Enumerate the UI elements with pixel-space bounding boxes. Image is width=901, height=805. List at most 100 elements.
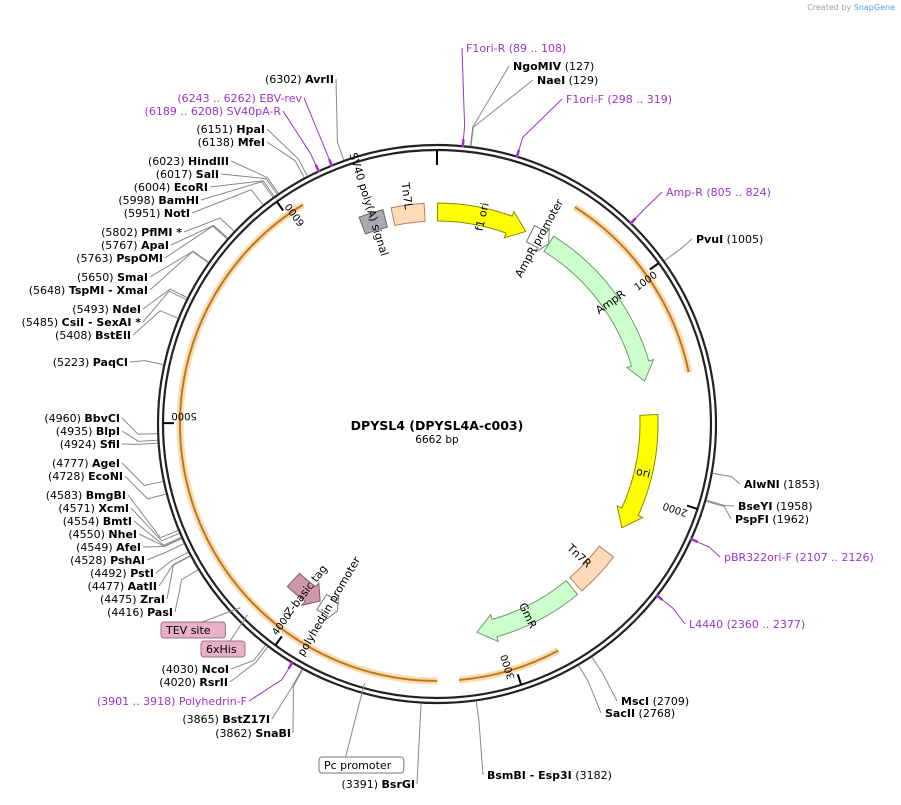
enzyme-label[interactable]: (5408) BstEII [55, 329, 131, 342]
enzyme-name: ZraI [140, 593, 165, 606]
enzyme-label[interactable]: (4728) EcoNI [48, 470, 123, 483]
enzyme-name: ApaI [141, 239, 169, 252]
enzyme-label[interactable]: (4549) AfeI [76, 541, 141, 554]
box-label-bg [200, 640, 246, 658]
enzyme-label[interactable]: (5223) PaqCI [53, 356, 128, 369]
enzyme-label[interactable]: (6151) HpaI [196, 123, 265, 136]
enzyme-name: RsrII [199, 676, 228, 689]
enzyme-label[interactable]: (4554) BmtI [63, 515, 132, 528]
enzyme-label[interactable]: (5763) PspOMI [76, 252, 163, 265]
enzyme-position: (5763) [76, 252, 116, 265]
enzyme-label[interactable]: (3865) BstZ17I [182, 713, 270, 726]
orf-arc [458, 649, 559, 682]
label-leader-line [155, 551, 189, 574]
enzyme-position: (1962) [769, 513, 809, 526]
primer-site-mark [314, 164, 321, 173]
primer-label[interactable]: (6243 .. 6262) EBV-rev [177, 92, 302, 105]
primer-label[interactable]: L4440 (2360 .. 2377) [689, 618, 805, 631]
enzyme-name: NcoI [202, 663, 229, 676]
bp-tick-3000 [516, 673, 523, 686]
enzyme-label[interactable]: (6017) SalI [156, 168, 219, 181]
enzyme-label[interactable]: (4777) AgeI [52, 457, 120, 470]
enzyme-label[interactable]: (6023) HindIII [148, 155, 229, 168]
enzyme-name: PasI [147, 606, 173, 619]
enzyme-label[interactable]: (4935) BlpI [56, 425, 120, 438]
feature-label: AmpR promoter [512, 196, 566, 279]
enzyme-label[interactable]: (4492) PstI [90, 567, 154, 580]
enzyme-position: (4571) [58, 502, 98, 515]
box-label-tev-site[interactable]: TEV site [165, 624, 211, 637]
enzyme-label[interactable]: (4550) NheI [68, 528, 137, 541]
box-label-bg [318, 756, 405, 774]
enzyme-position: (6151) [196, 123, 236, 136]
label-leader-line [142, 538, 182, 548]
enzyme-label[interactable]: (6302) AvrII [265, 73, 334, 86]
enzyme-label[interactable]: (4416) PasI [107, 606, 173, 619]
enzyme-label[interactable]: (4030) NcoI [162, 663, 229, 676]
enzyme-position: (6004) [134, 181, 174, 194]
primer-label[interactable]: pBR322ori-F (2107 .. 2126) [724, 551, 874, 564]
enzyme-label[interactable]: AlwNI (1853) [744, 478, 820, 491]
label-leader-line [149, 250, 209, 291]
feature-gmr [476, 579, 579, 643]
enzyme-label[interactable]: (6004) EcoRI [134, 181, 208, 194]
label-leader-line [229, 646, 268, 683]
enzyme-name: MfeI [238, 136, 265, 149]
enzyme-label[interactable]: NaeI (129) [537, 74, 598, 87]
label-leader-line [220, 173, 278, 195]
box-label-bg [160, 621, 226, 639]
primer-label[interactable]: F1ori-R (89 .. 108) [466, 42, 566, 55]
enzyme-label[interactable]: (5650) SmaI [77, 271, 148, 284]
enzyme-position: (4935) [56, 425, 96, 438]
label-leaders [121, 47, 741, 785]
enzyme-position: (4583) [46, 489, 86, 502]
box-label-pc-promoter[interactable]: Pc promoter [324, 759, 392, 772]
enzyme-label[interactable]: (4475) ZraI [100, 593, 165, 606]
enzyme-label[interactable]: (5493) NdeI [72, 303, 141, 316]
enzyme-label[interactable]: (4583) BmgBI [46, 489, 126, 502]
enzyme-name: XcmI [98, 502, 129, 515]
enzyme-name: SacII [605, 707, 635, 720]
enzyme-label[interactable]: (5648) TspMI - XmaI [29, 284, 148, 297]
enzyme-label[interactable]: (6138) MfeI [198, 136, 265, 149]
enzyme-label[interactable]: BseYI (1958) [738, 500, 813, 513]
enzyme-label[interactable]: (3391) BsrGI [341, 778, 415, 791]
enzyme-label[interactable]: (4020) RsrII [159, 676, 228, 689]
enzyme-position: (4960) [44, 412, 84, 425]
primer-label[interactable]: (6189 .. 6208) SV40pA-R [145, 105, 282, 118]
enzyme-name: SalI [196, 168, 219, 181]
label-leader-line [121, 430, 158, 442]
primer-site-mark [461, 139, 465, 148]
primer-label[interactable]: F1ori-F (298 .. 319) [566, 93, 672, 106]
enzyme-label[interactable]: (4528) PshAI [70, 554, 145, 567]
bp-tick-2000 [686, 504, 698, 510]
enzyme-label[interactable]: SacII (2768) [605, 707, 675, 720]
enzyme-name: PstI [130, 567, 154, 580]
enzyme-label[interactable]: (5951) NotI [124, 207, 190, 220]
enzyme-label[interactable]: (5485) CsiI - SexAI * [22, 316, 142, 329]
enzyme-label[interactable]: (4924) SfiI [60, 438, 120, 451]
enzyme-name: PvuI [696, 233, 723, 246]
box-label-6xhis[interactable]: 6xHis [206, 643, 237, 656]
enzyme-label[interactable]: (4960) BbvCI [44, 412, 120, 425]
primer-label[interactable]: Amp-R (805 .. 824) [666, 186, 771, 199]
enzyme-label[interactable]: NgoMIV (127) [513, 60, 594, 73]
enzyme-label[interactable]: (4571) XcmI [58, 502, 129, 515]
primer-label[interactable]: (3901 .. 3918) Polyhedrin-F [97, 695, 247, 708]
enzyme-label[interactable]: (3862) SnaBI [215, 727, 291, 740]
label-leader-line [266, 141, 305, 178]
enzyme-label[interactable]: BsmBI - Esp3I (3182) [487, 769, 612, 782]
enzyme-label[interactable]: (5802) PflMI * [101, 226, 182, 239]
enzyme-name: PflMI * [141, 226, 182, 239]
enzyme-position: (4728) [48, 470, 88, 483]
enzyme-label[interactable]: MscI (2709) [621, 695, 689, 708]
enzyme-label[interactable]: (5998) BamHI [118, 194, 199, 207]
enzyme-label[interactable]: (4477) AatII [88, 580, 157, 593]
enzyme-name: BamHI [158, 194, 199, 207]
enzyme-label[interactable]: PspFI (1962) [735, 513, 809, 526]
primer-range: (805 .. 824) [703, 186, 771, 199]
label-leader-line [174, 569, 199, 613]
enzyme-label[interactable]: PvuI (1005) [696, 233, 763, 246]
enzyme-label[interactable]: (5767) ApaI [101, 239, 169, 252]
